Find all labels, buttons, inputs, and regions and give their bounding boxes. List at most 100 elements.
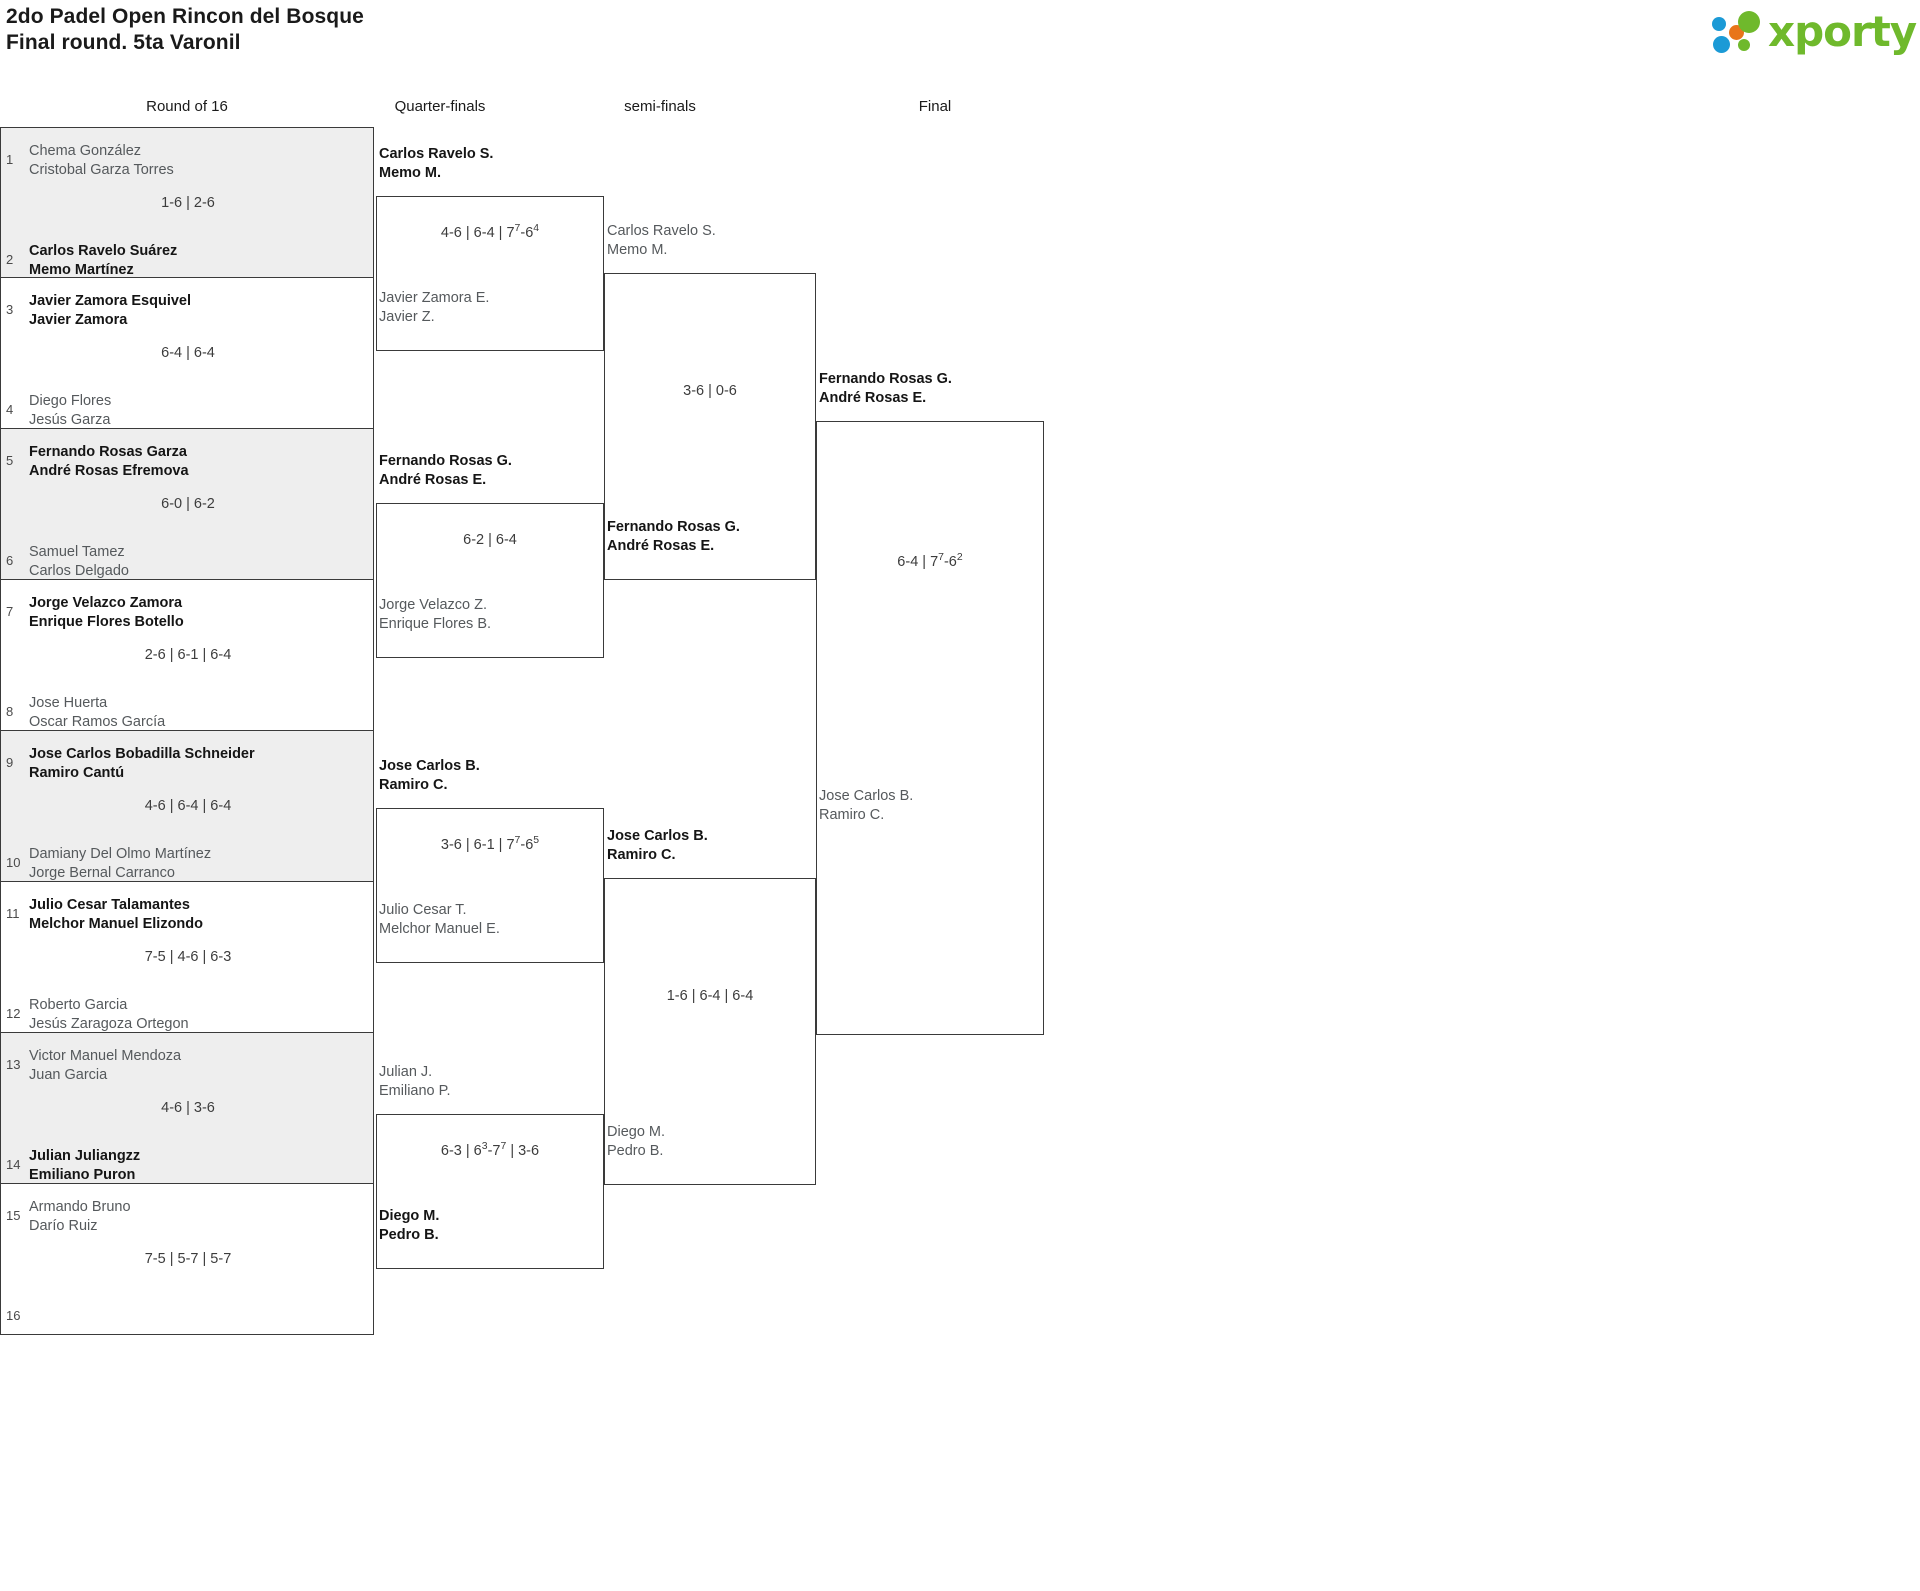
- qf-team-top-3: Jose Carlos B.Ramiro C.: [379, 757, 480, 795]
- r16-team-bottom-2-player2: Jesús Garza: [29, 412, 111, 428]
- qf-team-bottom-2-player1: Jorge Velazco Z.: [379, 597, 487, 613]
- sf-score-2: 1-6 | 6-4 | 6-4: [666, 988, 754, 1004]
- qf-team-top-1-player1: Carlos Ravelo S.: [379, 146, 494, 162]
- qf-connector-1[interactable]: [376, 196, 604, 351]
- qf-team-top-4-player2: Emiliano P.: [379, 1083, 451, 1099]
- qf-team-bottom-3: Julio Cesar T.Melchor Manuel E.: [379, 901, 500, 939]
- sf-team-bottom-1: Fernando Rosas G. André Rosas E.: [607, 518, 740, 556]
- final-team-bottom: Jose Carlos B. Ramiro C.: [819, 787, 913, 825]
- qf-team-bottom-2: Jorge Velazco Z.Enrique Flores B.: [379, 596, 491, 634]
- qf-team-bottom-4-player1: Diego M.: [379, 1208, 440, 1224]
- round-header-quarter-finals: Quarter-finals: [394, 98, 486, 115]
- sf-team-bottom-2: Diego M.Pedro B.: [607, 1123, 665, 1161]
- final-team-bottom-player2: Ramiro C.: [819, 807, 885, 823]
- sf-team-top-2-player2: Ramiro C.: [607, 847, 676, 863]
- r16-team-top-6-player1: Julio Cesar Talamantes: [29, 897, 190, 913]
- qf-connector-3[interactable]: [376, 808, 604, 963]
- r16-team-bottom-2-player1: Diego Flores: [29, 393, 112, 409]
- r16-team-top-7-player2: Juan Garcia: [29, 1067, 108, 1083]
- final-team-top-player2: André Rosas E.: [819, 390, 927, 406]
- r16-seed-bottom-8: 16: [6, 1308, 21, 1323]
- r16-team-top-8-player2: Darío Ruiz: [29, 1218, 98, 1234]
- qf-team-bottom-3-player1: Julio Cesar T.: [379, 902, 467, 918]
- qf-score-3: 3-6 | 6-1 | 77-65: [440, 835, 540, 853]
- sf-team-top-1: Carlos Ravelo S.Memo M.: [607, 222, 716, 260]
- r16-score-7: 4-6 | 3-6: [161, 1100, 215, 1116]
- r16-team-bottom-4-player1: Jose Huerta: [29, 695, 108, 711]
- r16-seed-bottom-4: 8: [6, 704, 14, 719]
- final-connector[interactable]: [816, 421, 1044, 1035]
- qf-team-top-4: Julian J.Emiliano P.: [379, 1063, 450, 1101]
- r16-score-4: 2-6 | 6-1 | 6-4: [144, 647, 232, 663]
- r16-seed-top-7: 13: [6, 1057, 21, 1072]
- qf-team-top-3-player2: Ramiro C.: [379, 777, 448, 793]
- qf-connector-4[interactable]: [376, 1114, 604, 1269]
- sf-team-bottom-2-player2: Pedro B.: [607, 1143, 664, 1159]
- r16-team-top-5-player2: Ramiro Cantú: [29, 765, 125, 781]
- qf-team-top-1: Carlos Ravelo S.Memo M.: [379, 145, 493, 183]
- r16-team-bottom-4-player2: Oscar Ramos García: [29, 714, 166, 730]
- r16-team-bottom-8: [29, 1298, 33, 1336]
- qf-team-top-2: Fernando Rosas G.André Rosas E.: [379, 452, 512, 490]
- r16-score-6: 7-5 | 4-6 | 6-3: [144, 949, 232, 965]
- r16-team-top-2-player1: Javier Zamora Esquivel: [29, 293, 191, 309]
- sf-team-bottom-1-player1: Fernando Rosas G.: [607, 519, 740, 535]
- sf-connector-2[interactable]: [604, 878, 816, 1185]
- r16-team-bottom-1-player2: Memo Martínez: [29, 262, 134, 278]
- page-header: 2do Padel Open Rincon del Bosque Final r…: [0, 0, 1920, 72]
- tournament-name: 2do Padel Open Rincon del Bosque: [6, 5, 364, 28]
- r16-team-top-4-player2: Enrique Flores Botello: [29, 614, 184, 630]
- r16-team-bottom-6-player2: Jesús Zaragoza Ortegon: [29, 1016, 189, 1032]
- final-score: 6-4 | 77-62: [897, 552, 963, 570]
- round-header-final: Final: [918, 98, 952, 115]
- r16-seed-bottom-1: 2: [6, 252, 14, 267]
- r16-seed-top-4: 7: [6, 604, 14, 619]
- r16-seed-top-6: 11: [6, 906, 20, 921]
- page-title: 2do Padel Open Rincon del Bosque Final r…: [6, 4, 364, 57]
- qf-team-top-2-player1: Fernando Rosas G.: [379, 453, 512, 469]
- r16-team-bottom-1-player1: Carlos Ravelo Suárez: [29, 243, 178, 259]
- round-header-semi-finals: semi-finals: [624, 98, 696, 115]
- r16-score-5: 4-6 | 6-4 | 6-4: [144, 798, 232, 814]
- r16-team-top-5-player1: Jose Carlos Bobadilla Schneider: [29, 746, 255, 762]
- r16-seed-bottom-2: 4: [6, 402, 14, 417]
- r16-team-top-1-player1: Chema González: [29, 143, 142, 159]
- final-team-top: Fernando Rosas G. André Rosas E.: [819, 370, 952, 408]
- sf-team-bottom-1-player2: André Rosas E.: [607, 538, 715, 554]
- r16-seed-bottom-7: 14: [6, 1157, 21, 1172]
- final-team-bottom-player1: Jose Carlos B.: [819, 788, 914, 804]
- r16-seed-top-8: 15: [6, 1208, 21, 1223]
- qf-team-bottom-4: Diego M.Pedro B.: [379, 1207, 439, 1245]
- final-team-top-player1: Fernando Rosas G.: [819, 371, 952, 387]
- sf-team-top-2: Jose Carlos B.Ramiro C.: [607, 827, 708, 865]
- qf-connector-2[interactable]: [376, 503, 604, 658]
- r16-score-1: 1-6 | 2-6: [161, 195, 215, 211]
- r16-team-bottom-7-player2: Emiliano Puron: [29, 1167, 136, 1183]
- r16-team-bottom-7-player1: Julian Juliangzz: [29, 1148, 141, 1164]
- r16-team-bottom-6-player1: Roberto Garcia: [29, 997, 128, 1013]
- xporty-logo[interactable]: xporty: [1712, 7, 1917, 59]
- sf-connector-1[interactable]: [604, 273, 816, 580]
- qf-team-bottom-1-player1: Javier Zamora E.: [379, 290, 490, 306]
